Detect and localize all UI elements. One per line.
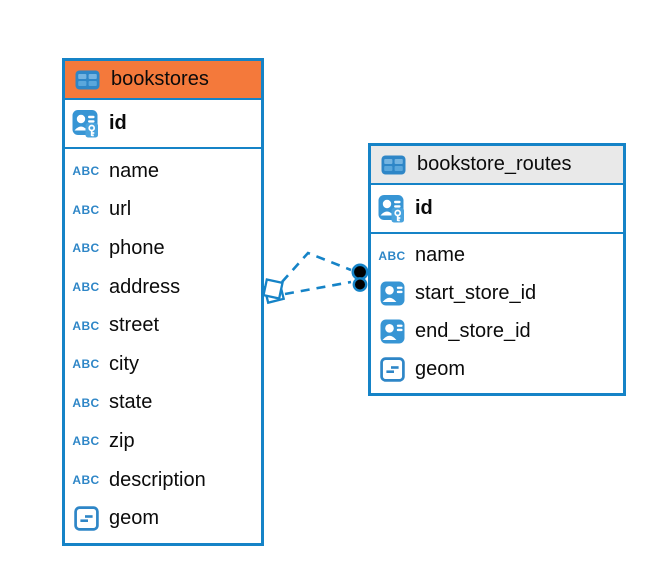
column-name: name xyxy=(109,159,160,182)
column-row[interactable]: ABC street xyxy=(65,306,261,345)
column-name: address xyxy=(109,275,181,298)
text-type-icon: ABC xyxy=(72,318,100,333)
column-name: zip xyxy=(109,429,135,452)
text-type-icon: ABC xyxy=(72,434,100,449)
column-name: id xyxy=(109,112,127,134)
column-name: phone xyxy=(109,236,165,259)
column-row[interactable]: ABC url xyxy=(65,191,261,230)
table-icon xyxy=(71,70,103,90)
table-bookstore-routes[interactable]: bookstore_routes id xyxy=(368,143,626,396)
column-name: url xyxy=(109,198,132,221)
relation-source-marker[interactable] xyxy=(262,278,286,305)
table-bookstores[interactable]: bookstores id A xyxy=(62,58,264,546)
table-bookstores-header[interactable]: bookstores xyxy=(65,61,261,100)
column-name: state xyxy=(109,391,153,414)
column-row[interactable]: end_store_id xyxy=(371,313,623,351)
text-type-icon: ABC xyxy=(72,202,100,217)
column-row[interactable]: ABC description xyxy=(65,461,261,500)
column-name: street xyxy=(109,314,160,337)
relationship-line[interactable] xyxy=(281,251,352,296)
table-name: bookstore_routes xyxy=(417,153,572,175)
column-name: geom xyxy=(415,357,466,380)
column-row[interactable]: ABC city xyxy=(65,345,261,384)
column-row[interactable]: geom xyxy=(65,499,261,538)
column-row[interactable]: ABC name xyxy=(371,237,623,275)
text-type-icon: ABC xyxy=(378,248,406,263)
table-bookstore-routes-header[interactable]: bookstore_routes xyxy=(371,146,623,185)
relation-target-marker[interactable] xyxy=(351,263,369,292)
table-bookstore-routes-columns: ABC name start_store_id xyxy=(371,234,623,393)
column-row[interactable]: ABC address xyxy=(65,268,261,307)
text-type-icon: ABC xyxy=(72,357,100,372)
text-type-icon: ABC xyxy=(72,473,100,488)
column-row[interactable]: start_store_id xyxy=(371,275,623,313)
column-row[interactable]: ABC state xyxy=(65,384,261,423)
text-type-icon: ABC xyxy=(72,395,100,410)
column-row[interactable]: ABC zip xyxy=(65,422,261,461)
foreign-key-icon xyxy=(376,319,408,344)
column-name: description xyxy=(109,468,206,491)
column-row[interactable]: geom xyxy=(371,350,623,388)
text-type-icon: ABC xyxy=(72,241,100,256)
geometry-type-icon xyxy=(376,356,408,382)
column-row-id[interactable]: id xyxy=(371,185,623,234)
column-name: id xyxy=(415,197,433,219)
column-name: end_store_id xyxy=(415,319,531,342)
table-name: bookstores xyxy=(111,68,209,90)
column-name: city xyxy=(109,352,139,375)
text-type-icon: ABC xyxy=(72,280,100,295)
column-name: start_store_id xyxy=(415,282,537,305)
foreign-key-icon xyxy=(376,281,408,306)
text-type-icon: ABC xyxy=(72,164,100,179)
column-row[interactable]: ABC phone xyxy=(65,229,261,268)
column-name: name xyxy=(415,244,466,267)
primary-key-icon xyxy=(376,194,408,223)
column-name: geom xyxy=(109,507,160,530)
geometry-type-icon xyxy=(70,506,102,531)
column-row[interactable]: ABC name xyxy=(65,152,261,191)
primary-key-icon xyxy=(70,109,102,138)
table-bookstores-columns: ABC name ABC url ABC phone ABC address A… xyxy=(65,149,261,543)
table-icon xyxy=(377,155,409,175)
column-row-id[interactable]: id xyxy=(65,100,261,149)
